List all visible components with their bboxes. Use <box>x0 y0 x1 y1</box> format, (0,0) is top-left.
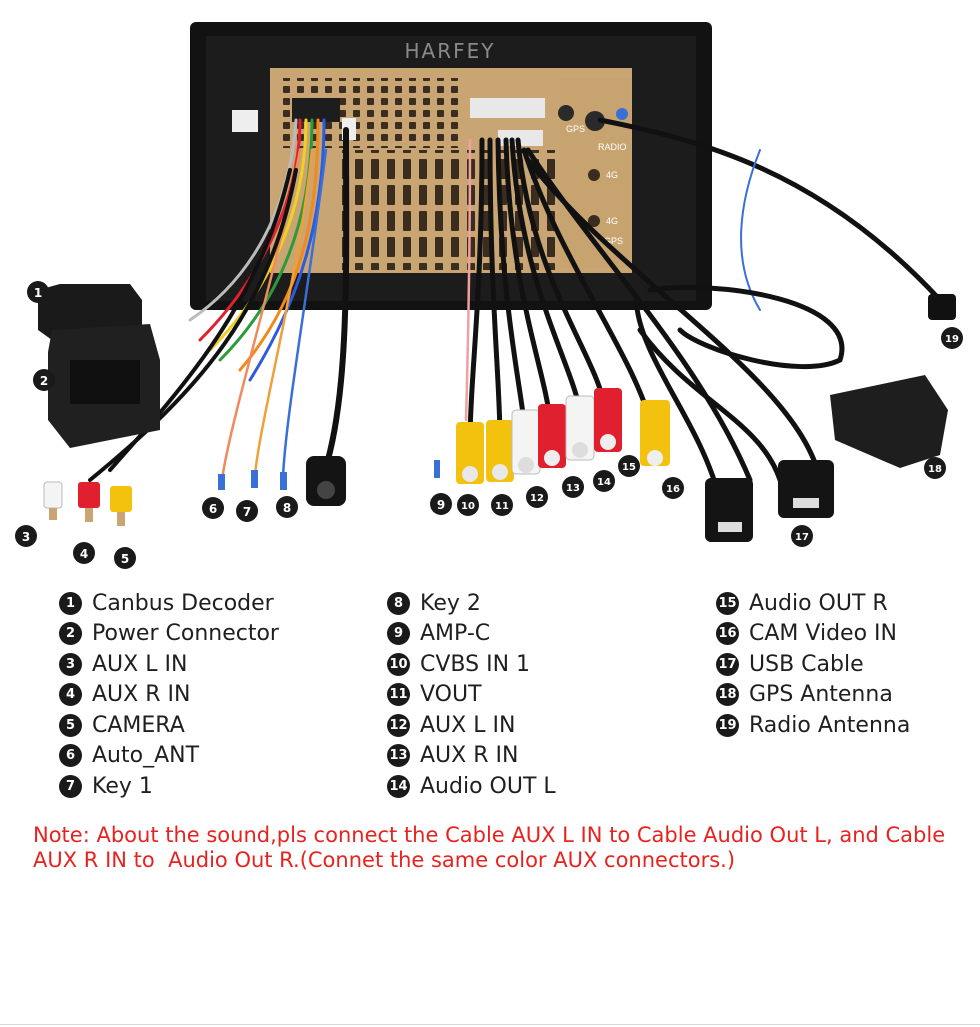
svg-text:14: 14 <box>597 477 611 488</box>
svg-text:10: 10 <box>461 501 475 512</box>
marker-10: 10 <box>457 494 479 516</box>
radio-cable-plug <box>306 456 346 506</box>
marker-16: 16 <box>662 477 684 499</box>
rca-jack-red <box>538 404 566 468</box>
svg-text:9: 9 <box>437 498 445 512</box>
rca-jack-red <box>594 388 622 452</box>
marker-4: 4 <box>73 542 95 564</box>
marker-11: 11 <box>491 494 513 516</box>
port-label: GPS <box>604 236 623 246</box>
rca-plug-group <box>43 388 670 526</box>
svg-text:6: 6 <box>209 502 217 516</box>
radio-antenna-plug <box>928 294 956 320</box>
wire-terminals <box>218 460 440 490</box>
svg-text:11: 11 <box>495 501 509 512</box>
marker-18: 18 <box>924 457 946 479</box>
usb-connector <box>705 460 834 542</box>
rca-jack-white <box>565 395 595 461</box>
marker-7: 7 <box>236 500 258 522</box>
bottom-divider <box>0 1024 980 1025</box>
sound-connection-note: Note: About the sound,pls connect the Ca… <box>33 823 963 873</box>
wiring-diagram: HARFEY GPS RADIO 4G 4G GPS <box>15 22 963 569</box>
rca-jack-yellow <box>456 422 484 484</box>
rca-plug-red <box>78 482 100 522</box>
rca-plug-white <box>43 481 63 520</box>
marker-17: 17 <box>791 525 813 547</box>
svg-text:17: 17 <box>795 532 809 543</box>
marker-13: 13 <box>562 476 584 498</box>
svg-text:18: 18 <box>928 464 942 475</box>
marker-2: 2 <box>33 369 55 391</box>
marker-15: 15 <box>618 455 640 477</box>
svg-text:7: 7 <box>243 505 251 519</box>
note-line-2: AUX R IN to Audio Out R.(Connet the same… <box>33 848 736 872</box>
marker-3: 3 <box>15 525 37 547</box>
port-label: 4G <box>606 216 618 226</box>
port-label: RADIO <box>598 142 627 152</box>
svg-text:3: 3 <box>22 530 30 544</box>
marker-6: 6 <box>202 497 224 519</box>
marker-19: 19 <box>941 327 963 349</box>
canbus-decoder-connector <box>38 284 142 340</box>
svg-text:5: 5 <box>121 552 129 566</box>
svg-text:13: 13 <box>566 483 580 494</box>
note-line-1: Note: About the sound,pls connect the Ca… <box>33 823 946 847</box>
svg-text:19: 19 <box>945 334 959 345</box>
svg-text:15: 15 <box>622 462 636 473</box>
svg-text:2: 2 <box>40 374 48 388</box>
rca-jack-white <box>511 409 541 475</box>
rca-plug-yellow <box>110 486 132 526</box>
svg-text:4: 4 <box>80 547 88 561</box>
svg-text:8: 8 <box>283 501 291 515</box>
marker-12: 12 <box>526 486 548 508</box>
marker-14: 14 <box>593 470 615 492</box>
marker-5: 5 <box>114 547 136 569</box>
marker-1: 1 <box>27 281 49 303</box>
rca-jack-yellow <box>486 420 514 482</box>
marker-9: 9 <box>430 493 452 515</box>
port-label: 4G <box>606 170 618 180</box>
port-label: GPS <box>566 124 585 134</box>
marker-8: 8 <box>276 496 298 518</box>
svg-text:16: 16 <box>666 484 680 495</box>
power-connector <box>48 324 160 448</box>
cable-harness <box>88 117 943 503</box>
gps-antenna <box>830 375 948 468</box>
svg-text:1: 1 <box>34 286 42 300</box>
svg-text:12: 12 <box>530 493 544 504</box>
brand-label: HARFEY <box>405 39 496 63</box>
rca-jack-yellow <box>640 400 670 466</box>
